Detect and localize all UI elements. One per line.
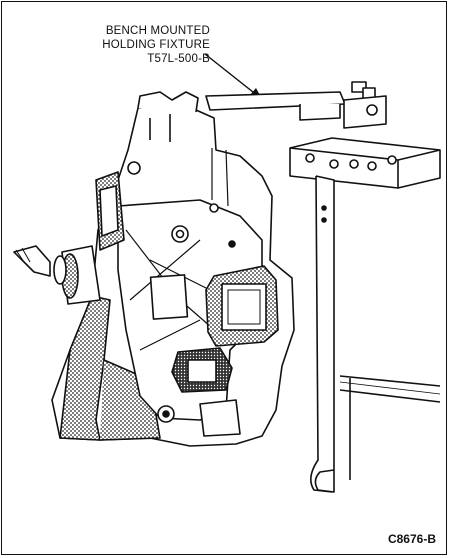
leader-arrow [204, 53, 262, 99]
callout-line-3: T57L-500-B [147, 53, 210, 65]
figure-id: C8676-B [387, 532, 436, 546]
callout-line-1: BENCH MOUNTED [105, 25, 210, 37]
fixture-callout: BENCH MOUNTED HOLDING FIXTURE T57L-500-B [60, 24, 210, 66]
callout-line-2: HOLDING FIXTURE [102, 39, 210, 51]
transaxle-case [13, 91, 295, 447]
holding-fixture [205, 81, 441, 493]
